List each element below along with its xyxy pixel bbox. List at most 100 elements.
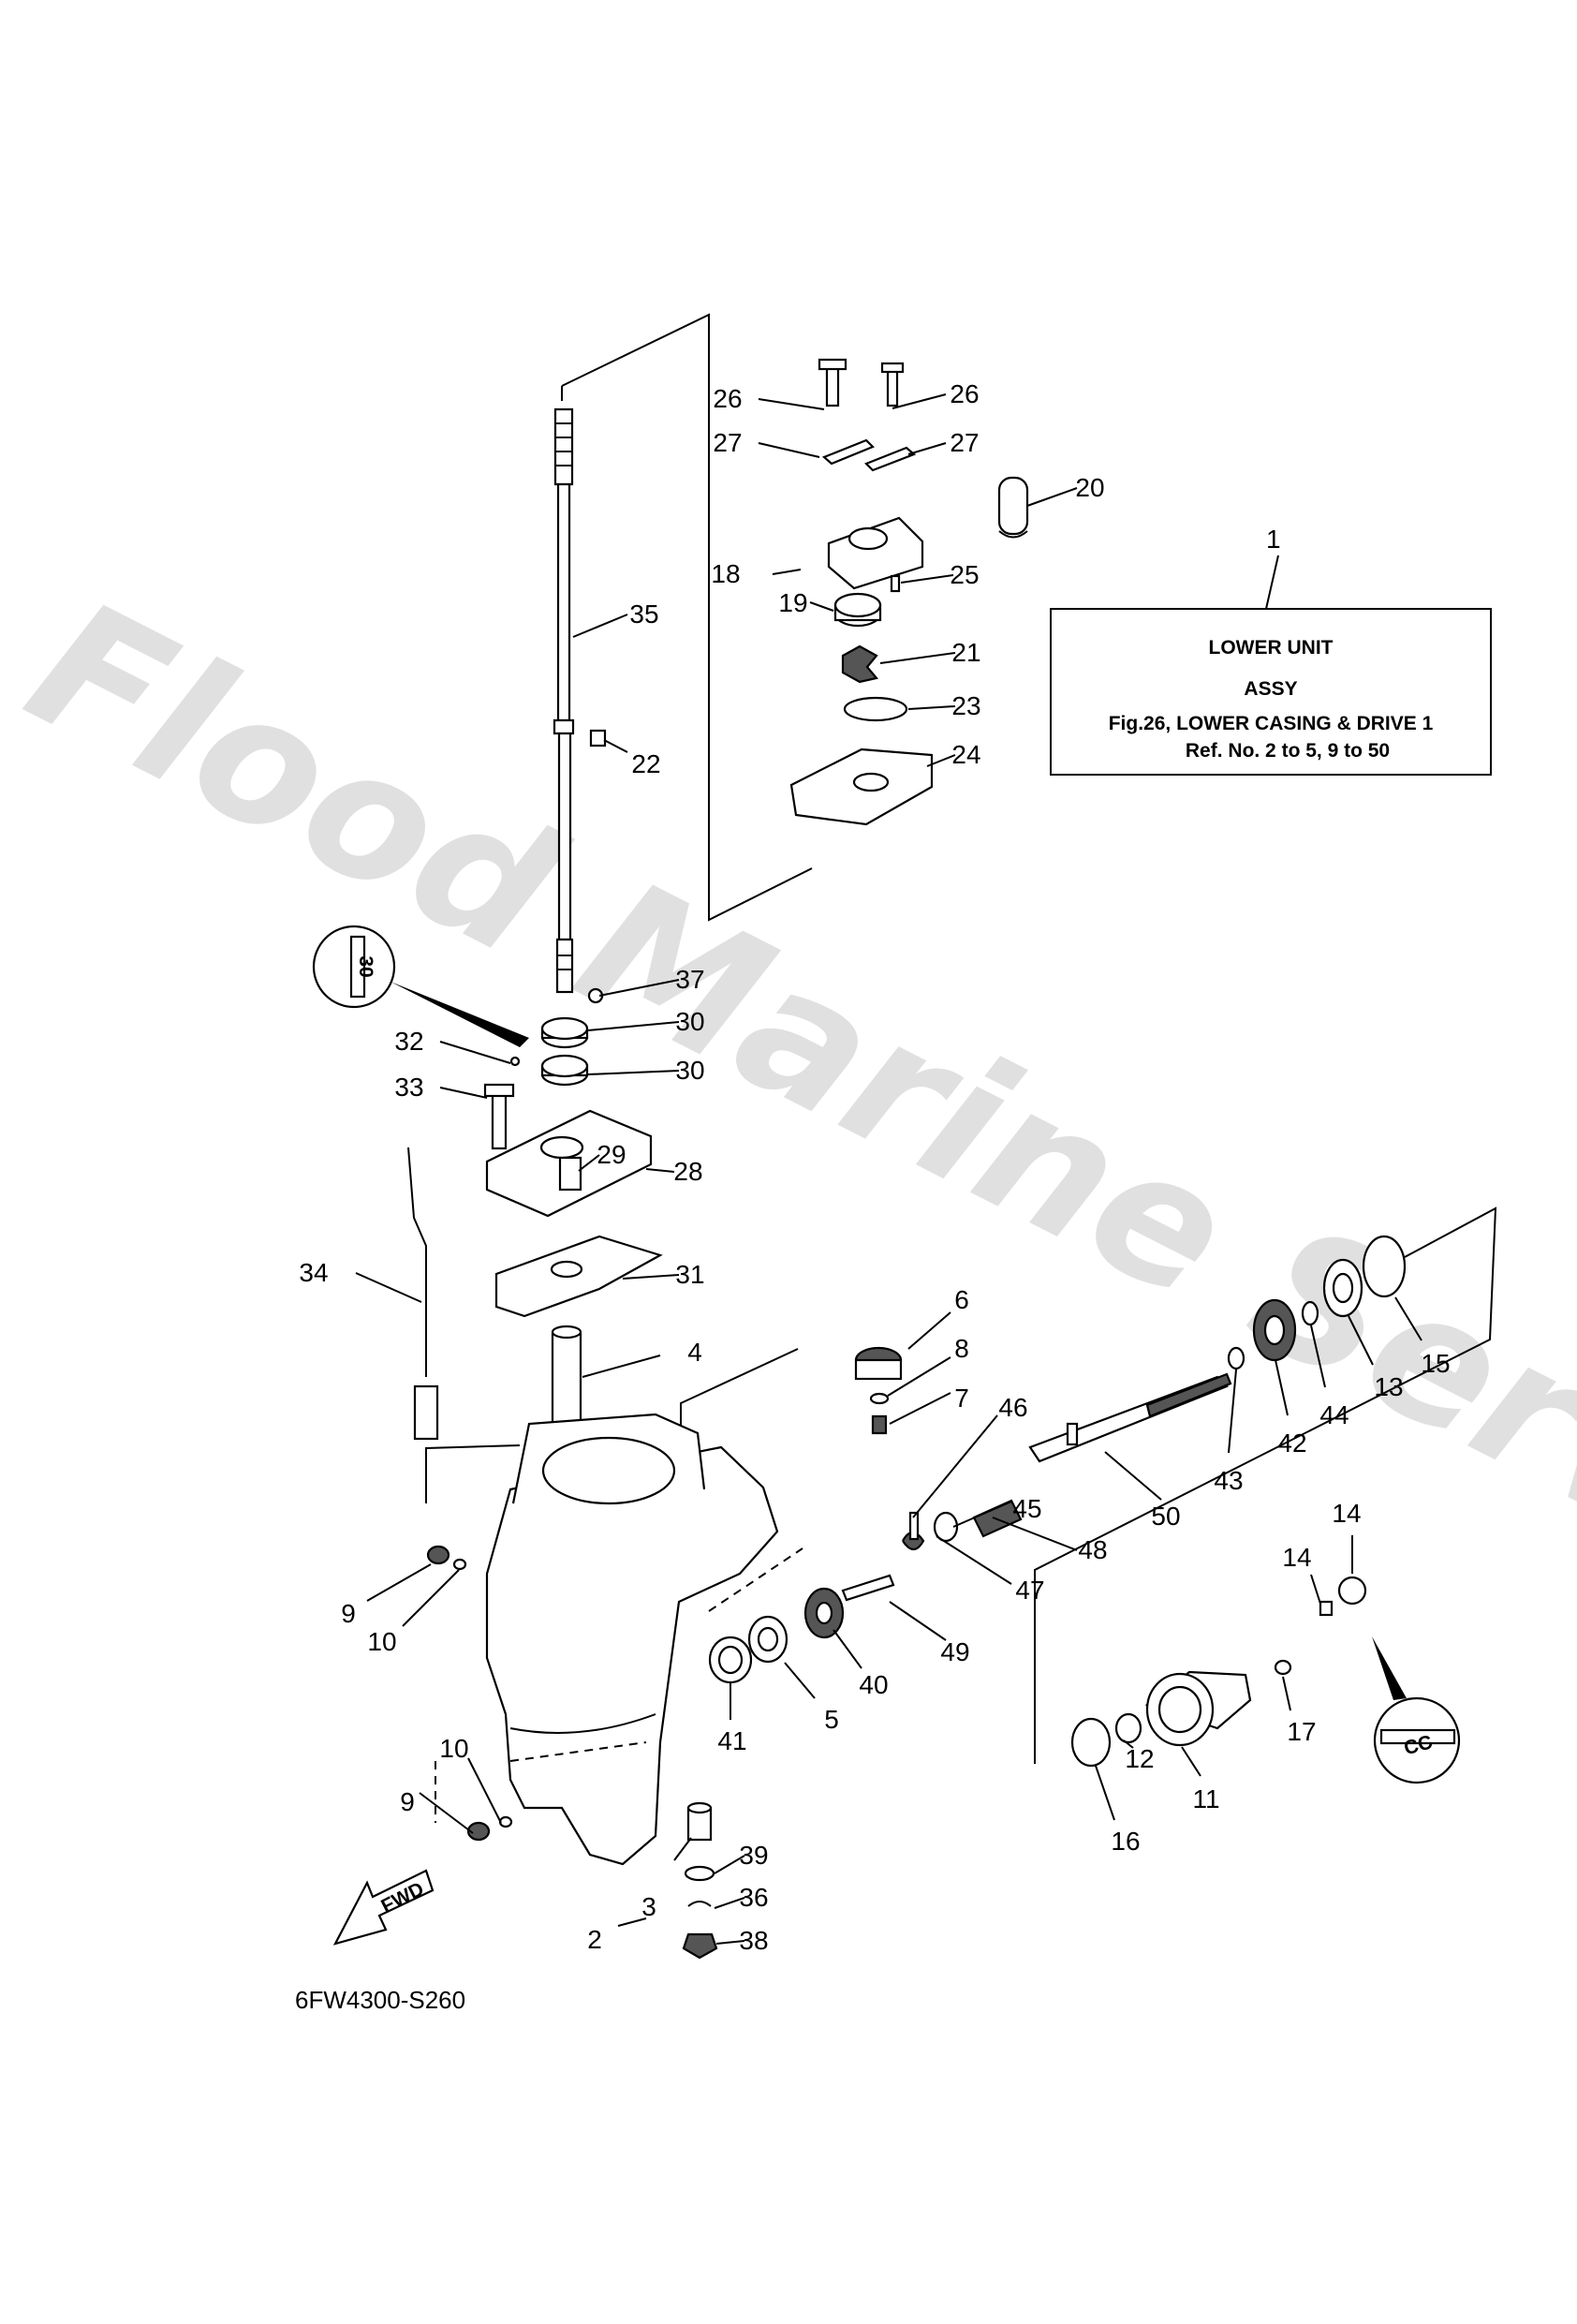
leader-line [1104, 1451, 1162, 1501]
callout-50: 50 [1151, 1502, 1180, 1531]
info-box-line4: Ref. No. 2 to 5, 9 to 50 [1186, 740, 1390, 762]
leader-line [833, 1629, 862, 1669]
callout-9: 9 [400, 1787, 415, 1816]
leader-line [758, 442, 820, 458]
leader-line [992, 1517, 1078, 1551]
callout-37: 37 [675, 965, 704, 994]
callout-49: 49 [940, 1637, 969, 1666]
callout-42: 42 [1277, 1428, 1306, 1458]
callout-39: 39 [739, 1841, 768, 1870]
callout-30: 30 [675, 1056, 704, 1085]
callout-36: 36 [739, 1883, 768, 1912]
leader-line [587, 1021, 680, 1031]
leader-line [439, 1041, 511, 1064]
callout-labels: 2345678991010111213141415161718192021222… [299, 379, 1450, 1955]
leader-line [598, 979, 680, 997]
leader-line [952, 1501, 1012, 1528]
callout-26: 26 [713, 384, 742, 413]
callout-32: 32 [394, 1027, 423, 1056]
callout-19: 19 [778, 588, 807, 617]
leader-line [355, 1272, 422, 1303]
leader-line [467, 1757, 502, 1824]
callout-40: 40 [859, 1670, 888, 1699]
callout-30: 30 [675, 1007, 704, 1036]
callout-4: 4 [687, 1338, 702, 1367]
callout-31: 31 [675, 1260, 704, 1289]
callout-33: 33 [394, 1073, 423, 1102]
callout-38: 38 [739, 1926, 768, 1955]
leader-line [1228, 1369, 1237, 1454]
callout-11: 11 [1192, 1784, 1219, 1813]
info-box: 1 LOWER UNIT ASSY Fig.26, LOWER CASING &… [1050, 525, 1492, 776]
callout-44: 44 [1319, 1400, 1349, 1429]
leader-line [1282, 1676, 1291, 1711]
callout-8: 8 [954, 1334, 969, 1363]
leader-line [603, 739, 628, 753]
callout-14: 14 [1282, 1543, 1311, 1572]
lower-small-parts [426, 1545, 718, 1960]
callout-26: 26 [950, 379, 979, 408]
leader-line [784, 1662, 816, 1699]
drive-shaft [553, 407, 575, 994]
leader-line [887, 1356, 951, 1397]
callout-7: 7 [954, 1384, 969, 1413]
shift-rod [407, 1147, 439, 1441]
leader-line [1348, 1315, 1374, 1366]
callout-15: 15 [1421, 1349, 1450, 1378]
callout-41: 41 [717, 1726, 746, 1755]
water-pump-parts [789, 358, 1029, 826]
leader-line [907, 442, 947, 455]
leader-line [587, 1070, 680, 1075]
callout-5: 5 [824, 1705, 839, 1734]
leader-line [673, 1837, 692, 1861]
leader-line [578, 1154, 600, 1172]
leader-line [1181, 1746, 1201, 1777]
assembly-bracket-lines [425, 313, 1497, 1823]
leader-line [912, 1414, 998, 1518]
leader-line [1310, 1574, 1321, 1605]
leader-line [907, 705, 956, 710]
callout-16: 16 [1111, 1827, 1140, 1856]
leader-line [889, 1392, 951, 1425]
leader-line [439, 1087, 488, 1099]
leader-line [772, 569, 802, 575]
leader-line [809, 601, 834, 612]
callout-6: 6 [954, 1285, 969, 1314]
info-box-line3: Fig.26, LOWER CASING & DRIVE 1 [1109, 713, 1434, 734]
callout-3: 3 [641, 1892, 656, 1921]
leader-line [1275, 1359, 1289, 1416]
diagram-code: 6FW4300-S260 [295, 1986, 465, 2014]
callout-45: 45 [1012, 1494, 1041, 1523]
leader-line [907, 1311, 951, 1350]
callout-1: 1 [1266, 525, 1281, 554]
callout-29: 29 [597, 1140, 626, 1169]
callout-47: 47 [1015, 1576, 1044, 1605]
callout-35: 35 [629, 600, 658, 629]
callout-17: 17 [1287, 1717, 1316, 1746]
gearcase-parts [708, 1235, 1407, 1768]
leader-line [879, 652, 956, 664]
callout-43: 43 [1214, 1466, 1243, 1495]
leader-line [366, 1563, 432, 1602]
leader-line [622, 1274, 680, 1280]
callout-21: 21 [951, 638, 980, 667]
callout-12: 12 [1125, 1744, 1154, 1773]
callout-10: 10 [367, 1627, 396, 1656]
callout-14: 14 [1332, 1499, 1361, 1528]
detail-cc: CC [1372, 1636, 1461, 1784]
callout-13: 13 [1374, 1372, 1403, 1401]
leader-line [715, 1940, 745, 1945]
leader-line [714, 1897, 745, 1909]
woodruff-key [589, 729, 607, 748]
callout-27: 27 [950, 428, 979, 457]
leader-line [1095, 1765, 1115, 1821]
leader-line [889, 1601, 947, 1641]
leader-line [892, 393, 947, 409]
leader-line [758, 398, 825, 410]
callout-27: 27 [713, 428, 742, 457]
info-box-line2: ASSY [1244, 678, 1297, 700]
info-box-line1: LOWER UNIT [1209, 637, 1334, 659]
callout-46: 46 [998, 1393, 1027, 1422]
